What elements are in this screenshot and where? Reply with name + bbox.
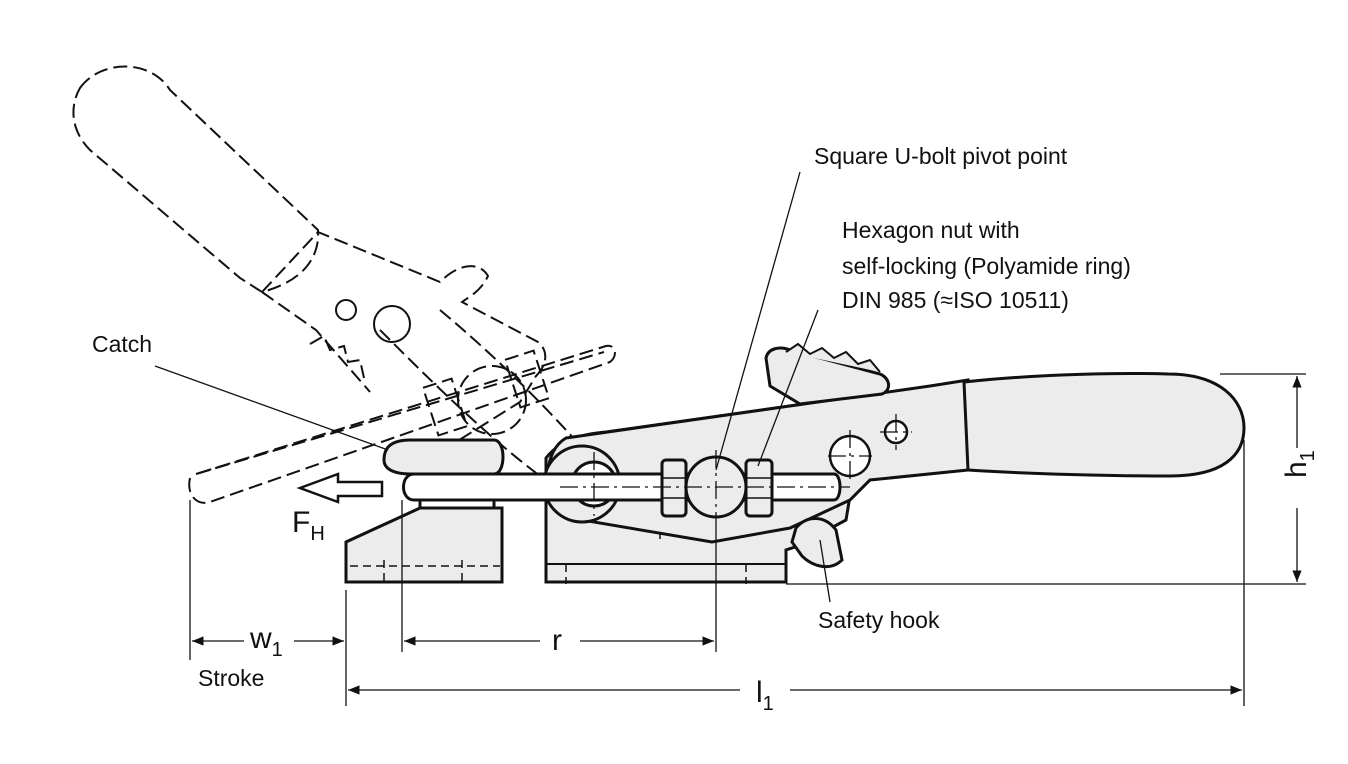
l1-symbol: l1 [756,676,774,715]
w-subscript: 1 [271,639,283,661]
l-letter: l [756,676,763,709]
h-subscript: 1 [1297,450,1319,462]
force-symbol: FH [292,506,325,545]
nuts [660,458,774,518]
r-symbol: r [552,626,562,656]
h1-symbol: h1 [1280,450,1319,478]
u-bolt-rod [402,472,842,502]
lever-ratchet-teeth [785,342,881,373]
center-lines [560,414,912,520]
u-bolt [402,472,842,502]
ghost-pivot-circle [457,365,527,435]
lever-ratchet [764,346,890,406]
nut-label-line1: Hexagon nut with [842,217,1020,243]
stroke-label: Stroke [198,665,265,691]
leader-nut [757,309,819,467]
catch-block [344,438,505,584]
leader-pivot [715,171,801,471]
catch-hook [382,438,505,476]
leader-lines [154,171,831,603]
nut-label-line2: self-locking (Polyamide ring) [842,253,1131,279]
l-subscript: 1 [762,693,774,715]
dimension-lines [189,373,1306,706]
force-subscript: H [310,523,325,545]
catch-base [344,506,504,584]
w-letter: w [250,622,272,655]
force-letter: F [292,506,311,539]
safety-hook-label: Safety hook [818,607,940,633]
ghost-hole-small [335,299,357,321]
pivot-label: Square U-bolt pivot point [814,143,1068,169]
ghost-lever-lower [261,291,371,393]
ghost-handle-grip [72,65,320,294]
ghost-hole-large [373,305,411,343]
h-letter: h [1280,461,1313,478]
nut-label-line3: DIN 985 (≈ISO 10511) [842,287,1069,313]
ghost-u-bolt [188,344,616,504]
safety-hook-part [790,517,844,569]
leader-safety-hook [819,539,831,603]
r-letter: r [552,624,562,657]
catch-label: Catch [92,331,153,357]
handle-grip [962,371,1246,478]
hex-nut-left [660,458,688,518]
ghost-serrations [309,334,365,379]
w1-symbol: w1 [250,622,283,661]
hex-nut-right [744,458,774,518]
catch-hidden-lines [350,560,500,582]
ghost-bolt-axis [195,351,605,475]
ghost-holes [335,299,411,343]
open-position-ghost [72,65,616,504]
leader-catch [154,365,389,451]
force-arrow [296,472,384,504]
ghost-lever-body [261,230,547,453]
